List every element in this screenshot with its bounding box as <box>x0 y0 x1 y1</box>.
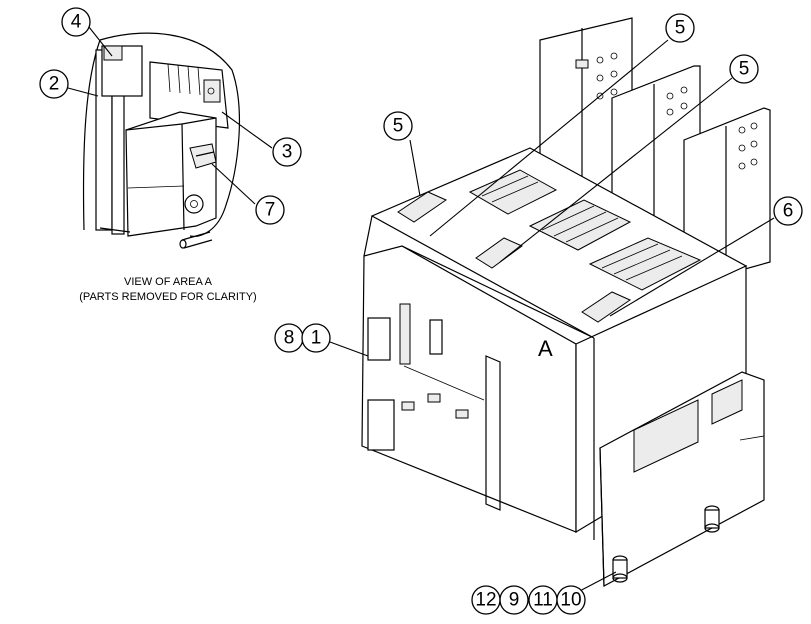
trip-unit-panel <box>367 399 395 451</box>
callout-3: 3 <box>272 137 302 167</box>
callout-10: 10 <box>556 585 586 615</box>
svg-text:6: 6 <box>783 201 794 222</box>
svg-text:9: 9 <box>509 590 520 611</box>
terminal-strip-5-left <box>397 191 448 223</box>
terminal-strip-5-right <box>475 237 523 269</box>
svg-text:5: 5 <box>739 59 750 80</box>
front-handle-slot <box>485 355 501 511</box>
callout-5-left: 5 <box>383 111 413 141</box>
svg-text:3: 3 <box>282 142 293 163</box>
svg-text:8: 8 <box>284 328 295 349</box>
callout-5-top: 5 <box>665 13 695 43</box>
callout-12: 12 <box>471 585 501 615</box>
callout-2: 2 <box>39 69 69 99</box>
callout-1: 1 <box>301 323 331 353</box>
callout-8: 8 <box>274 323 304 353</box>
callout-6: 6 <box>773 196 803 226</box>
detail-caption-line2: (PARTS REMOVED FOR CLARITY) <box>79 291 256 303</box>
callout-4: 4 <box>61 7 91 37</box>
leader-lines <box>67 21 775 595</box>
svg-text:12: 12 <box>475 590 496 611</box>
svg-text:7: 7 <box>265 200 276 221</box>
terminal-strip-6 <box>581 291 632 323</box>
arc-chute-left <box>468 169 558 215</box>
detail-caption-line1: VIEW OF AREA A <box>124 276 213 288</box>
callout-7: 7 <box>255 195 285 225</box>
svg-text:4: 4 <box>71 12 82 33</box>
front-label-plate <box>367 317 391 361</box>
svg-text:11: 11 <box>533 590 553 611</box>
svg-text:5: 5 <box>393 116 404 137</box>
callout-5-right: 5 <box>729 54 759 84</box>
svg-text:5: 5 <box>675 18 686 39</box>
callout-11: 11 <box>528 585 558 615</box>
area-a-label: A <box>538 336 553 361</box>
svg-text:1: 1 <box>311 328 322 349</box>
arc-chute-right <box>588 237 702 291</box>
callout-9: 9 <box>499 585 529 615</box>
breaker-assembly: A <box>361 17 771 587</box>
svg-text:2: 2 <box>49 74 60 95</box>
detail-view-area-a: VIEW OF AREA A (PARTS REMOVED FOR CLARIT… <box>79 32 257 303</box>
svg-text:10: 10 <box>560 590 581 611</box>
